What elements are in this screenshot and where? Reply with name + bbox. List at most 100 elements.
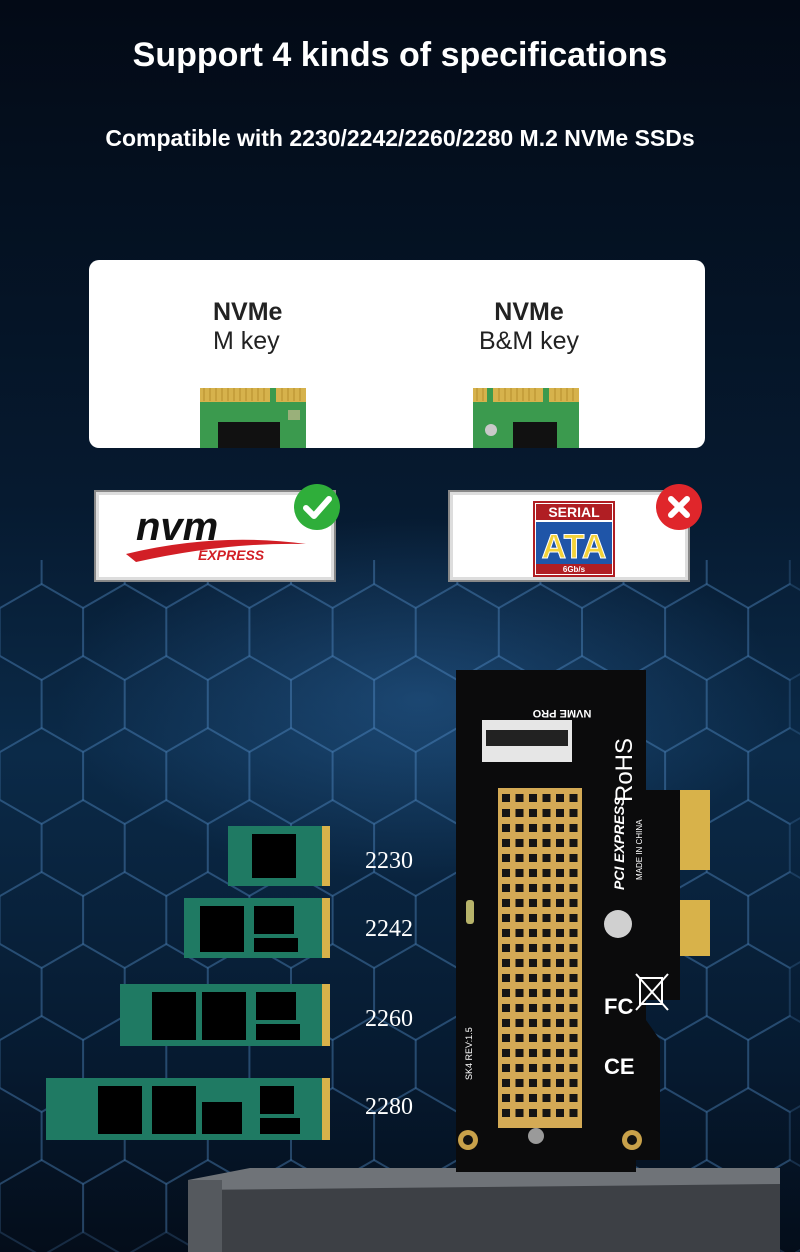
check-icon bbox=[294, 484, 340, 530]
pad-hole bbox=[502, 914, 510, 922]
nvme-logo-graphic: nvm EXPRESS bbox=[126, 505, 306, 563]
pad-hole bbox=[542, 1034, 551, 1042]
pad-hole bbox=[556, 989, 564, 997]
pad-hole bbox=[515, 1109, 524, 1117]
bm-key-name: NVMe bbox=[494, 298, 564, 326]
pad-hole bbox=[529, 899, 537, 907]
ce-mark: CE bbox=[604, 1054, 635, 1079]
card-model-text: SK4 REV:1.5 bbox=[464, 1027, 474, 1080]
hexagon-cell bbox=[0, 1158, 85, 1252]
nvme-logo-text: nvm bbox=[136, 505, 218, 549]
pad-hole bbox=[502, 929, 510, 937]
pad-hole bbox=[542, 809, 551, 817]
hexagon-cell bbox=[123, 654, 209, 754]
pad-hole bbox=[556, 1034, 564, 1042]
pad-hole bbox=[502, 824, 510, 832]
pad-hole bbox=[542, 854, 551, 862]
pad-hole bbox=[515, 869, 524, 877]
pad-hole bbox=[529, 839, 537, 847]
hexagon-cell bbox=[705, 942, 791, 1042]
hexagon-cell bbox=[290, 1086, 376, 1186]
pad-hole bbox=[569, 824, 578, 832]
bm-key-connector-image bbox=[473, 388, 579, 448]
m2-slot-pad bbox=[498, 788, 582, 1128]
pcie-gold-fingers bbox=[680, 790, 710, 956]
hexagon-cell bbox=[82, 582, 168, 682]
pad-hole bbox=[569, 959, 578, 967]
m-key-label: NVMe M key bbox=[213, 298, 282, 356]
m-key-type: M key bbox=[213, 327, 280, 355]
pad-hole bbox=[569, 944, 578, 952]
ssd-2242 bbox=[184, 898, 330, 958]
hexagon-cell bbox=[165, 582, 251, 682]
pad-hole bbox=[569, 809, 578, 817]
pad-hole bbox=[569, 1109, 578, 1117]
hexagon-cell bbox=[206, 654, 292, 754]
pad-hole bbox=[556, 1079, 564, 1087]
pad-hole bbox=[556, 959, 564, 967]
pad-hole bbox=[569, 854, 578, 862]
hexagon-cell bbox=[331, 726, 417, 826]
hexagon-cell bbox=[82, 870, 168, 970]
pad-hole bbox=[542, 1049, 551, 1057]
pad-hole bbox=[502, 974, 510, 982]
pad-hole bbox=[556, 914, 564, 922]
key-type-panel: NVMe M key NVMe B&M key bbox=[89, 260, 705, 448]
pad-hole bbox=[542, 839, 551, 847]
sata-logo-main: ATA bbox=[542, 528, 607, 566]
hexagon-cell bbox=[664, 582, 750, 682]
pad-hole bbox=[502, 869, 510, 877]
ssd-size-label-2242: 2242 bbox=[365, 916, 413, 942]
pad-hole bbox=[569, 1094, 578, 1102]
hexagon-cell bbox=[248, 726, 334, 826]
pad-hole bbox=[569, 914, 578, 922]
hexagon-cell bbox=[664, 1014, 750, 1114]
pad-hole bbox=[542, 1064, 551, 1072]
m-key-name: NVMe bbox=[213, 298, 283, 326]
pad-hole bbox=[529, 1109, 537, 1117]
hexagon-cell bbox=[705, 798, 791, 898]
card-bracket bbox=[188, 1180, 780, 1252]
ssd-size-label-2280: 2280 bbox=[365, 1094, 413, 1120]
pad-hole bbox=[556, 1094, 564, 1102]
hexagon-cell bbox=[123, 798, 209, 898]
pad-hole bbox=[569, 884, 578, 892]
pad-hole bbox=[542, 944, 551, 952]
pad-hole bbox=[542, 1094, 551, 1102]
pad-hole bbox=[569, 1019, 578, 1027]
m-key-connector-image bbox=[200, 388, 306, 448]
sata-logo-sub: 6Gb/s bbox=[563, 565, 586, 574]
pad-hole bbox=[529, 944, 537, 952]
hexagon-cell bbox=[82, 1158, 168, 1252]
pci-express-text: PCI EXPRESS bbox=[611, 796, 627, 890]
page-title: Support 4 kinds of specifications bbox=[132, 36, 668, 74]
pad-hole bbox=[542, 899, 551, 907]
pad-hole bbox=[515, 914, 524, 922]
hexagon-cell bbox=[497, 582, 583, 682]
pad-hole bbox=[502, 989, 510, 997]
bm-key-label: NVMe B&M key bbox=[479, 298, 579, 356]
pad-hole bbox=[529, 929, 537, 937]
pad-hole bbox=[556, 794, 564, 802]
pad-hole bbox=[529, 1064, 537, 1072]
pad-hole bbox=[529, 824, 537, 832]
pad-hole bbox=[556, 1049, 564, 1057]
led-indicator bbox=[466, 900, 474, 924]
pad-hole bbox=[515, 839, 524, 847]
pad-hole bbox=[569, 1064, 578, 1072]
hexagon-cell bbox=[0, 798, 43, 898]
pcie-adapter-card: NVME PRO RoHS PCI EXPRESS MADE IN CHINA … bbox=[188, 670, 780, 1252]
pad-hole bbox=[569, 1004, 578, 1012]
hexagon-cell bbox=[123, 560, 209, 610]
rohs-text: RoHS bbox=[611, 738, 638, 802]
hexagon-cell bbox=[705, 1086, 791, 1186]
pad-hole bbox=[502, 809, 510, 817]
pad-hole bbox=[569, 869, 578, 877]
pad-hole bbox=[529, 1019, 537, 1027]
pad-hole bbox=[569, 974, 578, 982]
pad-hole bbox=[502, 839, 510, 847]
hexagon-cell bbox=[747, 870, 800, 970]
capacitor bbox=[604, 910, 632, 938]
pad-hole bbox=[542, 884, 551, 892]
pad-hole bbox=[502, 899, 510, 907]
